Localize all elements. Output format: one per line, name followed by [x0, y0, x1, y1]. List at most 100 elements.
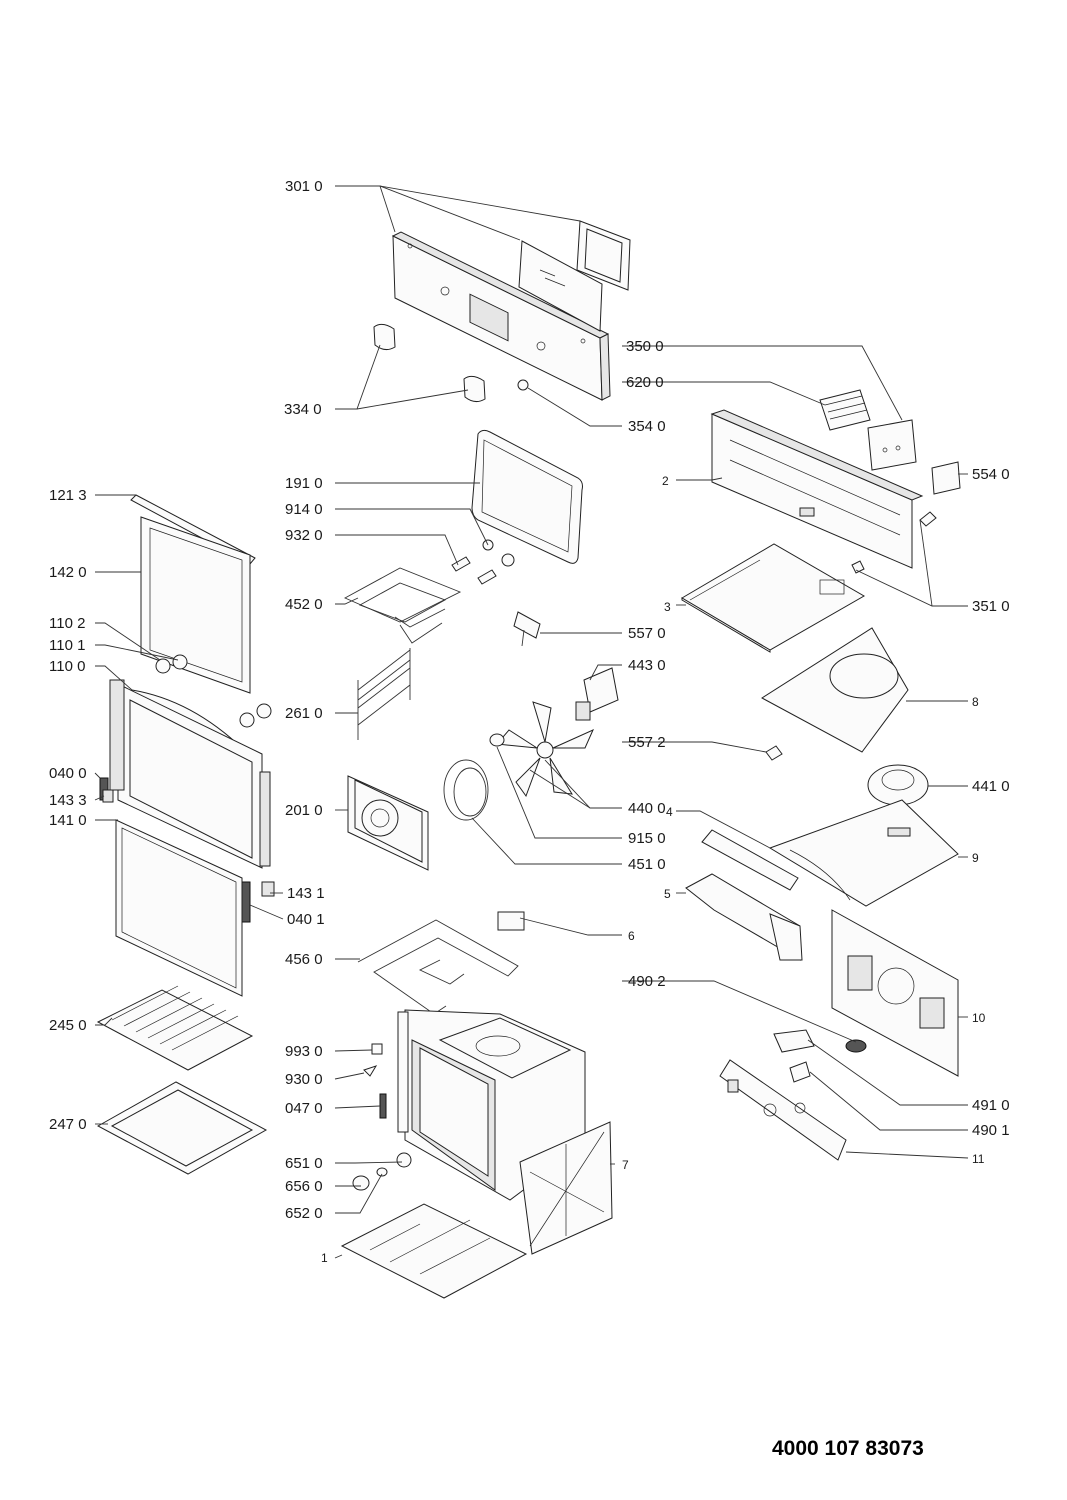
label-040-1: 040 1 [287, 911, 325, 928]
leader-line [471, 817, 622, 865]
leader-line [589, 664, 622, 681]
label-915-0: 915 0 [628, 830, 666, 847]
label-656-0: 656 0 [285, 1178, 323, 1195]
leader-line [335, 534, 459, 566]
label-4: 4 [666, 805, 673, 819]
knob-part [373, 323, 529, 403]
label-143-3: 143 3 [49, 792, 87, 809]
label-110-0: 110 0 [49, 658, 85, 675]
leader-line [335, 1161, 403, 1164]
leader-line [855, 569, 968, 607]
leader-line [622, 381, 826, 406]
label-245-0: 245 0 [49, 1017, 87, 1034]
leader-line [622, 980, 857, 1043]
bottom-plate-part [340, 1203, 528, 1299]
leader-line [249, 904, 284, 920]
control-board-part [710, 389, 961, 574]
part-labels: 301 0 334 0 354 0 350 0 620 0 554 0 2 35… [49, 178, 1010, 1265]
fan-cover-part [347, 775, 429, 871]
label-110-1: 110 1 [49, 637, 85, 654]
label-110-2: 110 2 [49, 615, 85, 632]
leader-line [919, 519, 933, 607]
label-452-0: 452 0 [285, 596, 323, 613]
label-651-0: 651 0 [285, 1155, 323, 1172]
leader-line [95, 665, 133, 691]
label-652-0: 652 0 [285, 1205, 323, 1222]
door-parts [99, 494, 275, 997]
leader-line [94, 795, 105, 801]
leader-line [622, 345, 903, 421]
label-11: 11 [972, 1152, 985, 1166]
label-3: 3 [664, 600, 671, 614]
insulation-part [761, 627, 929, 806]
label-2: 2 [662, 474, 669, 488]
label-557-2: 557 2 [628, 734, 666, 751]
label-8: 8 [972, 695, 979, 709]
label-121-3: 121 3 [49, 487, 87, 504]
leader-line [94, 772, 101, 779]
heater-element-part [343, 567, 462, 644]
side-panel-part [773, 909, 959, 1083]
leader-line [334, 1049, 373, 1052]
label-456-0: 456 0 [285, 951, 323, 968]
label-7: 7 [622, 1158, 629, 1172]
leader-line [845, 1151, 969, 1159]
leader-line [95, 644, 179, 661]
label-914-0: 914 0 [285, 501, 323, 518]
fan-parts [443, 611, 619, 821]
label-6: 6 [628, 929, 635, 943]
label-620-0: 620 0 [626, 374, 664, 391]
leader-line [334, 1254, 343, 1259]
leader-line [356, 389, 469, 410]
label-490-2: 490 2 [628, 973, 666, 990]
back-panel-part [519, 1121, 613, 1255]
label-350-0: 350 0 [626, 338, 664, 355]
leader-line [95, 622, 161, 661]
leader-line [334, 1105, 381, 1109]
label-261-0: 261 0 [285, 705, 323, 722]
leader-line [496, 746, 622, 839]
label-191-0: 191 0 [285, 475, 323, 492]
label-930-0: 930 0 [285, 1071, 323, 1088]
label-334-0: 334 0 [284, 401, 322, 418]
leader-line [334, 1072, 365, 1080]
label-1: 1 [321, 1251, 328, 1265]
label-141-0: 141 0 [49, 812, 87, 829]
label-9: 9 [972, 851, 979, 865]
shelf-parts [96, 985, 268, 1175]
label-201-0: 201 0 [285, 802, 323, 819]
front-frame-part [719, 1059, 847, 1161]
oven-cavity-part [352, 1009, 586, 1201]
label-351-0: 351 0 [972, 598, 1010, 615]
leader-line [529, 769, 591, 809]
gasket-part [451, 429, 583, 585]
leader-line [335, 597, 359, 605]
label-047-0: 047 0 [285, 1100, 323, 1117]
document-number: 4000 107 83073 [772, 1437, 924, 1460]
leader-line [809, 1071, 968, 1131]
label-993-0: 993 0 [285, 1043, 323, 1060]
leader-line [335, 508, 489, 546]
leader-line [379, 185, 396, 233]
leader-line [335, 344, 381, 410]
leader-lines [94, 185, 969, 1259]
leader-line [95, 1017, 113, 1026]
control-panel-part [391, 220, 631, 401]
grill-element-part [357, 911, 525, 1015]
leader-line [676, 477, 723, 481]
leader-line [622, 741, 767, 753]
label-143-1: 143 1 [287, 885, 325, 902]
label-451-0: 451 0 [628, 856, 666, 873]
label-040-0: 040 0 [49, 765, 87, 782]
leader-line [807, 1039, 968, 1106]
rail-parts [685, 829, 803, 961]
top-cover-part [768, 799, 959, 907]
label-490-1: 490 1 [972, 1122, 1010, 1139]
label-441-0: 441 0 [972, 778, 1010, 795]
label-10: 10 [972, 1011, 986, 1025]
leader-line [335, 1173, 383, 1214]
label-354-0: 354 0 [628, 418, 666, 435]
label-554-0: 554 0 [972, 466, 1010, 483]
